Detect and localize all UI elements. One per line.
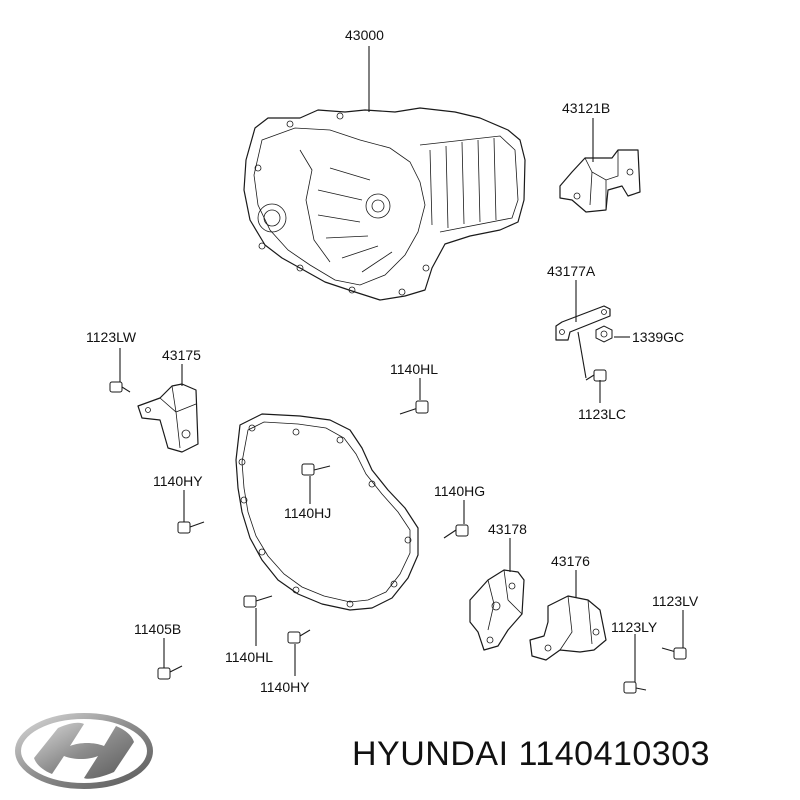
label-1123LC: 1123LC [578, 406, 626, 422]
label-1140HJ: 1140HJ [284, 505, 331, 521]
label-11405B: 11405B [134, 621, 181, 637]
bolt-1123LW [109, 381, 131, 393]
hyundai-logo-icon [15, 713, 153, 789]
label-1123LY: 1123LY [611, 619, 658, 635]
bolt-1140HG [443, 524, 469, 539]
bolt-1140HY-left [177, 521, 205, 534]
bolt-1140HY-bottom [287, 629, 311, 644]
bolt-11405B [157, 665, 183, 680]
label-1123LV: 1123LV [652, 593, 699, 609]
bolt-1140HJ [301, 463, 331, 476]
label-1140HG: 1140HG [434, 483, 485, 499]
label-43000: 43000 [345, 27, 384, 43]
label-43178: 43178 [488, 521, 527, 537]
bracket-43178-drawing [469, 569, 525, 651]
bolt-1123LC [585, 369, 607, 382]
leader-lines [119, 46, 684, 682]
label-43175: 43175 [162, 347, 201, 363]
nut-1339GC [595, 325, 613, 343]
bracket-43176-drawing [529, 595, 607, 661]
label-1339GC: 1339GC [632, 329, 684, 345]
label-1140HY-left: 1140HY [153, 473, 203, 489]
label-1140HL-top: 1140HL [390, 361, 438, 377]
bolt-1140HL-bottom [243, 595, 273, 608]
label-43121B: 43121B [562, 100, 610, 116]
bolt-1140HL-top [399, 400, 429, 415]
bracket-43121B-drawing [559, 149, 641, 213]
label-43177A: 43177A [547, 263, 596, 279]
part-number-caption: HYUNDAI 1140410303 [352, 735, 711, 773]
label-1140HL-bottom: 1140HL [225, 649, 273, 665]
label-1123LW: 1123LW [86, 329, 137, 345]
transmission-assembly-drawing [243, 107, 526, 301]
gasket-cover-drawing [235, 413, 419, 611]
label-1140HY-bottom: 1140HY [260, 679, 310, 695]
bolt-1123LV [661, 647, 687, 660]
bracket-43175-drawing [137, 383, 199, 453]
bolt-1123LY [623, 681, 647, 694]
label-43176: 43176 [551, 553, 590, 569]
